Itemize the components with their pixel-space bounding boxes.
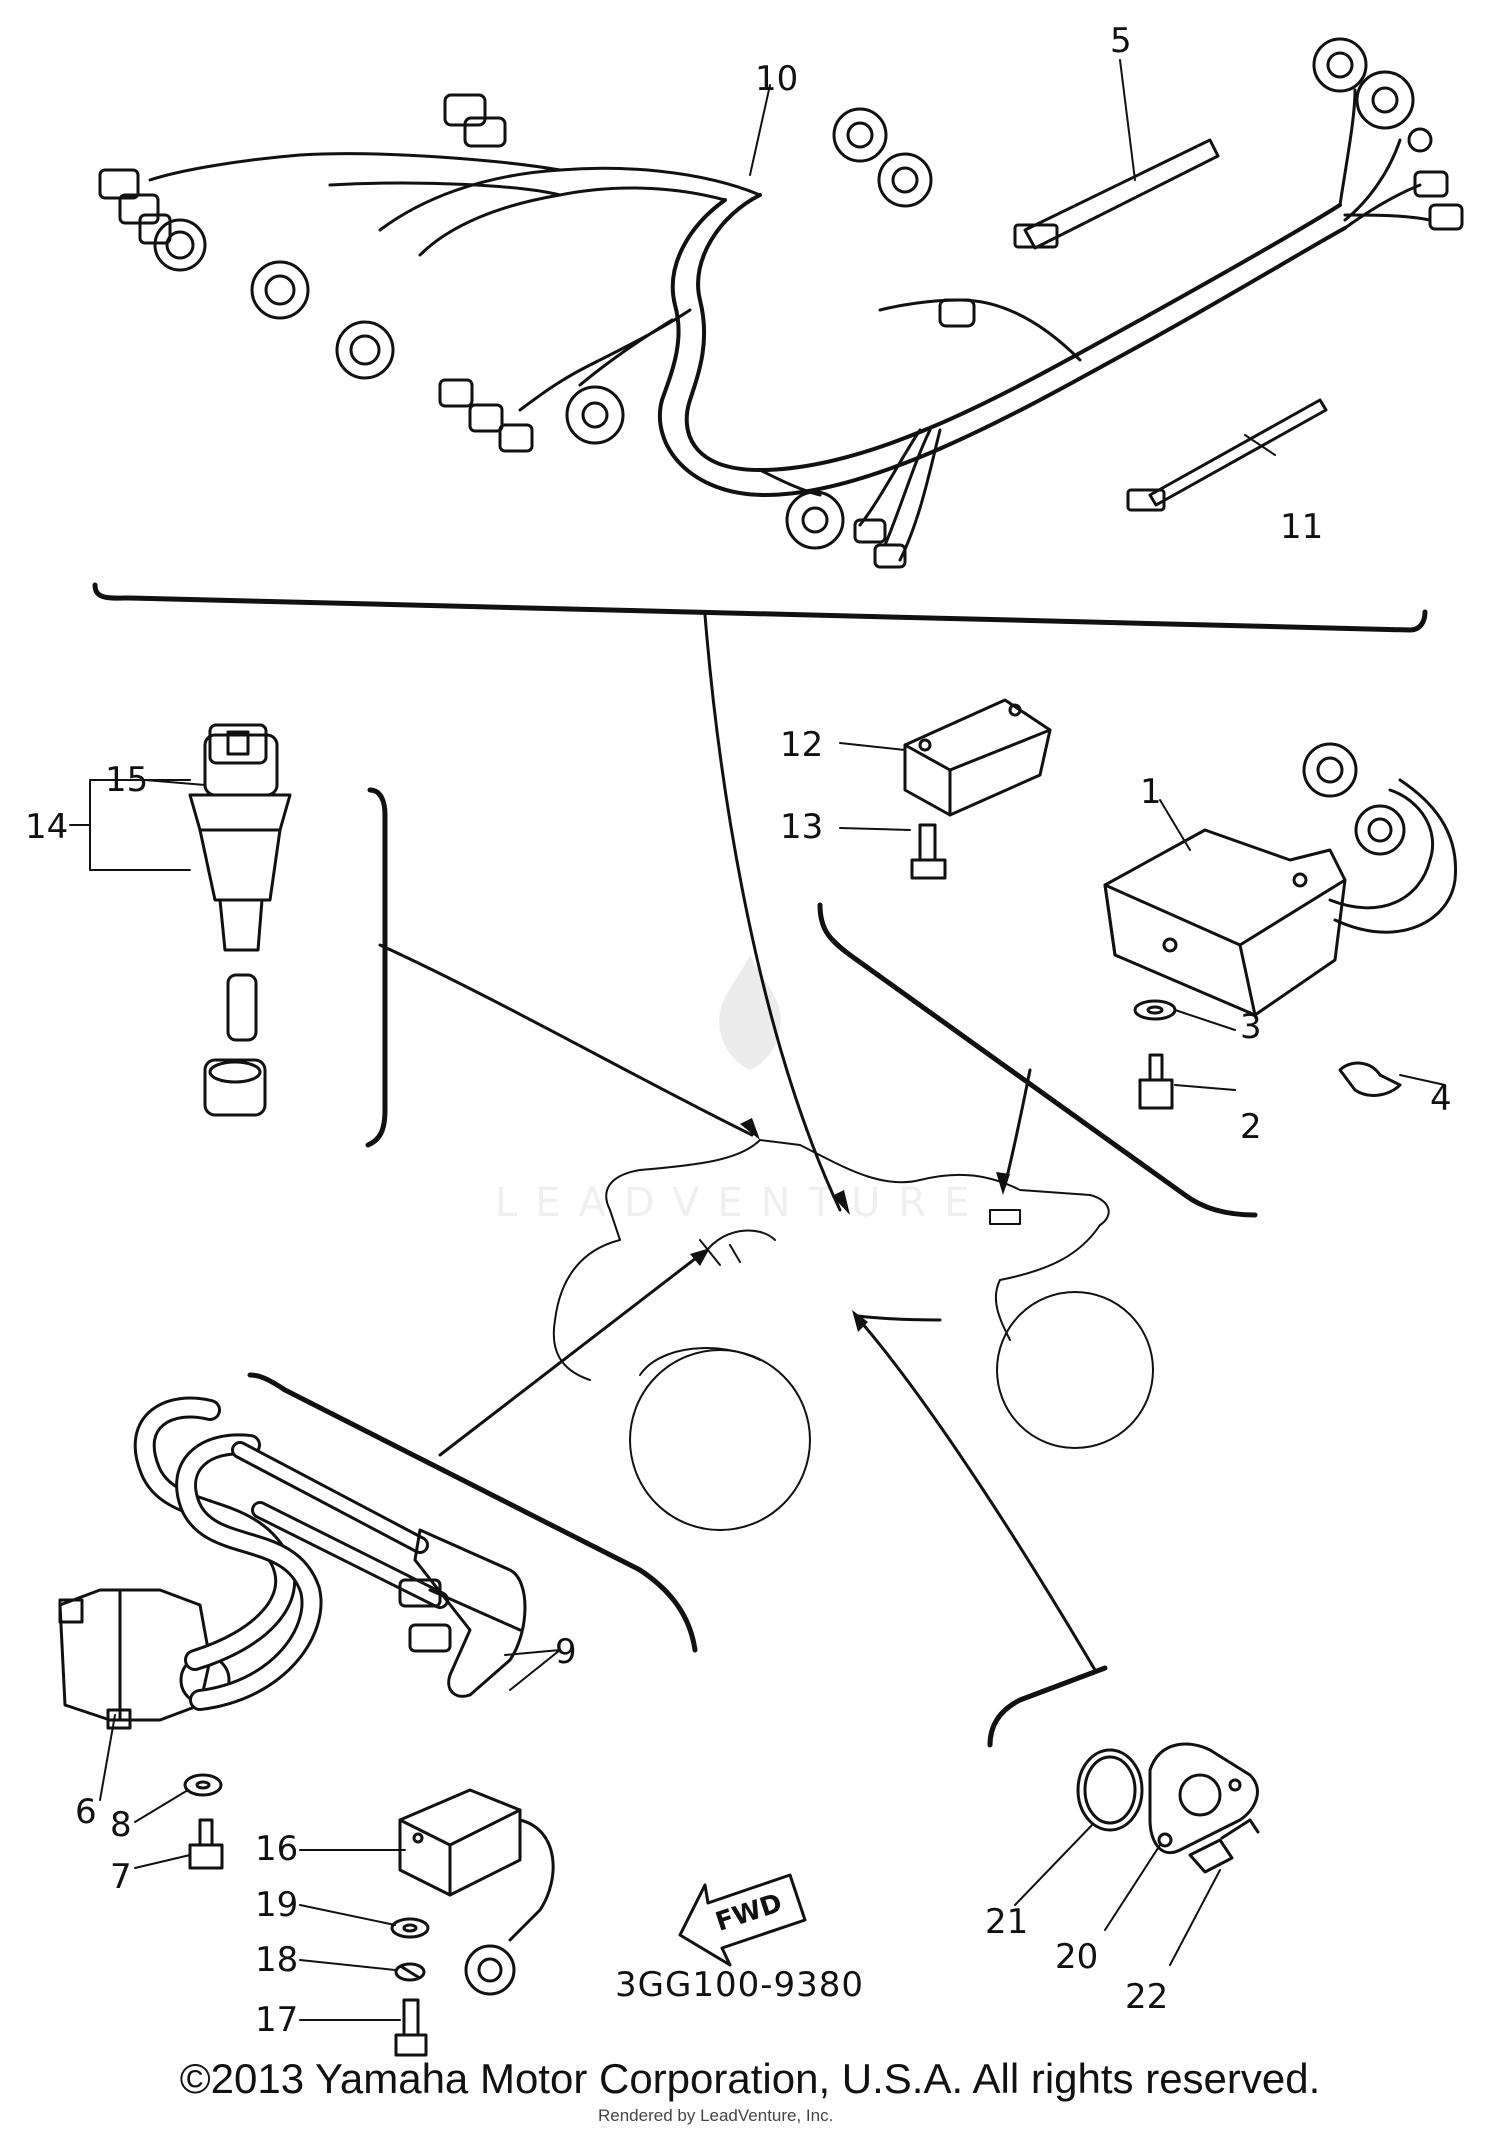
callout-19: 19 bbox=[255, 1885, 299, 1925]
wire-harness bbox=[98, 37, 1464, 569]
relay-16 bbox=[398, 1788, 555, 1996]
callout-7: 7 bbox=[110, 1857, 132, 1897]
callout-10: 10 bbox=[755, 59, 799, 99]
o-ring-21 bbox=[1076, 1748, 1144, 1832]
leader-lines-top bbox=[749, 59, 1276, 456]
callout-5: 5 bbox=[1110, 21, 1132, 61]
callout-12: 12 bbox=[780, 725, 824, 765]
ignition-coil-6 bbox=[58, 1396, 323, 1730]
callout-4: 4 bbox=[1430, 1079, 1452, 1119]
callout-16: 16 bbox=[255, 1829, 299, 1869]
callout-13: 13 bbox=[780, 807, 824, 847]
bolt-7 bbox=[188, 1818, 224, 1870]
callout-9: 9 bbox=[555, 1632, 577, 1672]
callout-22: 22 bbox=[1125, 1977, 1169, 2017]
part-number: 3GG100-9380 bbox=[615, 1965, 865, 2005]
callout-6: 6 bbox=[75, 1792, 97, 1832]
washer-19 bbox=[390, 1917, 430, 1939]
callout-8: 8 bbox=[110, 1805, 132, 1845]
rendered-by-notice: Rendered by LeadVenture, Inc. bbox=[598, 2106, 834, 2125]
atv-outline bbox=[552, 1139, 1154, 1531]
rectifier-12 bbox=[903, 698, 1052, 817]
watermark-text: LEADVENTURE bbox=[495, 1180, 988, 1226]
callout-21: 21 bbox=[985, 1902, 1029, 1942]
leader-9 bbox=[504, 1649, 561, 1691]
callout-11: 11 bbox=[1280, 507, 1324, 547]
bracket-lines bbox=[92, 582, 1428, 1748]
cable-band-11 bbox=[1126, 398, 1328, 512]
key-15 bbox=[208, 723, 268, 765]
washer-8 bbox=[183, 1773, 223, 1797]
fwd-arrow-icon bbox=[678, 1873, 807, 1967]
callout-15: 15 bbox=[105, 760, 149, 800]
cdi-unit-1 bbox=[1103, 742, 1458, 1017]
sensor-20 bbox=[1148, 1742, 1259, 1855]
clamp-4 bbox=[1338, 1061, 1402, 1097]
cable-band-5 bbox=[1013, 138, 1220, 250]
plug-cap-9 bbox=[231, 1441, 527, 1698]
copyright-notice: ©2013 Yamaha Motor Corporation, U.S.A. A… bbox=[179, 2055, 1321, 2102]
watermark-logo bbox=[690, 950, 810, 1095]
bolt-22 bbox=[1188, 1818, 1260, 1874]
bolt-2 bbox=[1138, 1053, 1174, 1110]
leader-lines bbox=[99, 742, 1446, 2021]
callout-18: 18 bbox=[255, 1940, 299, 1980]
bolt-17 bbox=[394, 1998, 428, 2057]
callout-14: 14 bbox=[25, 807, 69, 847]
pointer-lines bbox=[378, 613, 1097, 1672]
washer-3 bbox=[1133, 999, 1177, 1021]
bolt-13 bbox=[910, 823, 947, 880]
callout-3: 3 bbox=[1240, 1007, 1262, 1047]
main-switch-14 bbox=[188, 733, 292, 1117]
washer-18 bbox=[394, 1962, 426, 1982]
callout-1: 1 bbox=[1140, 772, 1162, 812]
callout-20: 20 bbox=[1055, 1937, 1099, 1977]
callout-17: 17 bbox=[255, 2000, 299, 2040]
callout-2: 2 bbox=[1240, 1107, 1262, 1147]
